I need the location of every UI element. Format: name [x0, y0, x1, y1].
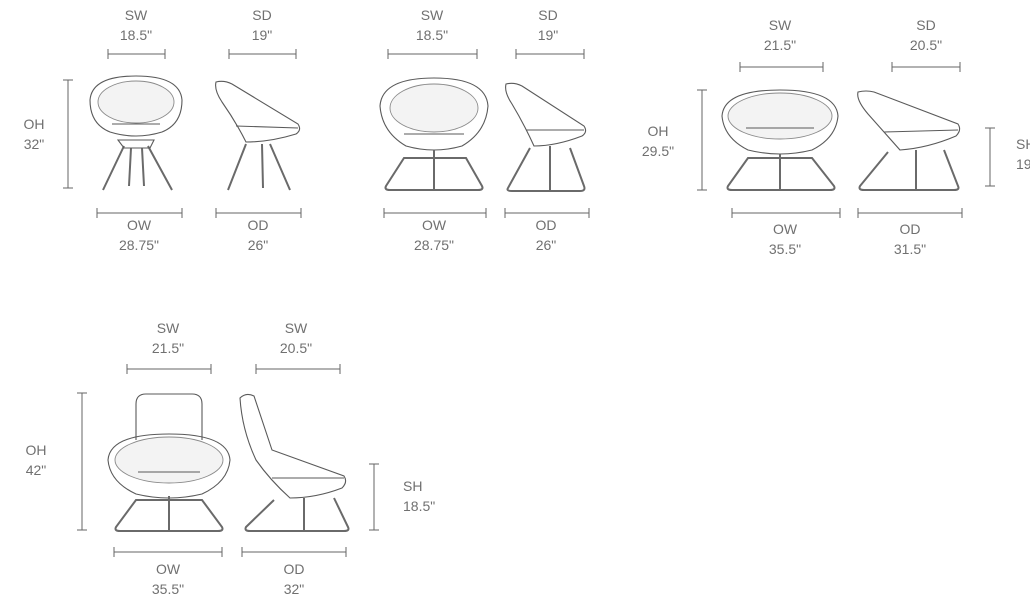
chair-3-sh-value: 19 [1016, 156, 1030, 172]
chair-1-oh-label: OH [24, 116, 45, 132]
chair-3-sd-dimension [891, 62, 961, 72]
chair-1-sw-label: SW [125, 7, 148, 23]
chair-3-sw-dimension [739, 62, 824, 72]
chair-4-sh-value: 18.5" [403, 498, 435, 514]
chair-3-sh-label: SH [1016, 136, 1030, 152]
chair-1-oh-value: 32" [24, 136, 45, 152]
chair-1-side-legs [227, 143, 291, 191]
chair-3-od-label: OD [900, 221, 921, 237]
chair-1-front-shell [89, 75, 183, 137]
chair-2-front-shell [379, 77, 489, 151]
chair-3-group: SW 21.5" SD 20.5" OH 29.5" SH 19 OW 35.5… [642, 17, 1030, 257]
chair-4-front-backrest [135, 393, 203, 440]
chair-3-front-seat [727, 92, 833, 140]
chair-4-oh-label: OH [26, 442, 47, 458]
chair-1-oh-dimension [63, 79, 73, 189]
chair-2-sd-dimension [515, 49, 585, 59]
chair-1-front-seat [97, 80, 175, 124]
chair-3-sw-label: SW [769, 17, 792, 33]
chair-2-od-dimension [504, 208, 590, 218]
chair-4-sw-label: SW [157, 320, 180, 336]
chair-3-front-sled [726, 154, 836, 191]
chair-1-ow-label: OW [127, 217, 152, 233]
chair-1-ow-dimension [96, 208, 183, 218]
chair-3-od-dimension [857, 208, 963, 218]
chair-1-sw-dimension [107, 49, 166, 59]
chair-2-od-value: 26" [536, 237, 557, 253]
chair-2-sw-label: SW [421, 7, 444, 23]
chair-4-sh-label: SH [403, 478, 422, 494]
chair-2-sw-dimension [387, 49, 478, 59]
chair-4-front-shell [107, 433, 231, 499]
chair-1-sd-value: 19" [252, 27, 273, 43]
chair-1-side-shell [215, 80, 301, 143]
chair-1-od-label: OD [248, 217, 269, 233]
chair-2-side-sled [506, 146, 586, 192]
chair-3-side-shell [857, 90, 961, 151]
chair-3-oh-value: 29.5" [642, 143, 674, 159]
chair-3-side-sled [858, 149, 960, 191]
chair-4-front-sled [114, 496, 224, 532]
chair-1-side-seat-edge [235, 125, 299, 129]
chair-4-ow-dimension [113, 547, 223, 557]
chair-2-sd-value: 19" [538, 27, 559, 43]
chair-1-od-dimension [215, 208, 302, 218]
chair-1-ow-value: 28.75" [119, 237, 159, 253]
chair-4-sd-label: SW [285, 320, 308, 336]
chair-1-sd-label: SD [252, 7, 271, 23]
chair-2-front-sled [384, 150, 484, 191]
chair-2-sd-label: SD [538, 7, 557, 23]
chair-2-ow-value: 28.75" [414, 237, 454, 253]
chair-3-side-seat-edge [883, 129, 959, 133]
chair-4-side-shell [239, 393, 347, 499]
chair-1-front-base [116, 139, 155, 149]
chair-3-oh-label: OH [648, 123, 669, 139]
chair-3-ow-label: OW [773, 221, 798, 237]
chair-1-group: SW 18.5" SD 19" OH 32" OW 28.75" OD 26" [24, 7, 302, 253]
chair-4-group: SW 21.5" SW 20.5" OH 42" SH 18.5" OW 35.… [26, 320, 436, 597]
chair-2-side-shell [505, 82, 587, 147]
chair-4-side-sled [244, 497, 350, 532]
chair-4-sh-dimension [369, 463, 379, 531]
chair-3-sd-label: SD [916, 17, 935, 33]
chair-3-sd-value: 20.5" [910, 37, 942, 53]
chair-3-ow-value: 35.5" [769, 241, 801, 257]
chair-4-sd-dimension [255, 364, 341, 374]
chair-4-sw-dimension [126, 364, 212, 374]
chair-2-ow-label: OW [422, 217, 447, 233]
chair-2-sw-value: 18.5" [416, 27, 448, 43]
chair-4-oh-dimension [77, 392, 87, 531]
chair-4-front-seat [114, 436, 224, 484]
chair-1-od-value: 26" [248, 237, 269, 253]
chair-1-front-legs [102, 145, 173, 191]
chair-1-sd-dimension [228, 49, 297, 59]
chair-4-od-label: OD [284, 561, 305, 577]
chair-4-ow-label: OW [156, 561, 181, 577]
chair-4-sw-value: 21.5" [152, 340, 184, 356]
chair-3-front-shell [721, 89, 839, 155]
chair-4-od-value: 32" [284, 581, 305, 597]
chair-4-od-dimension [241, 547, 347, 557]
chair-3-ow-dimension [731, 208, 841, 218]
chair-4-sd-value: 20.5" [280, 340, 312, 356]
chair-2-front-seat [389, 83, 479, 133]
chair-3-oh-dimension [697, 89, 707, 191]
chair-3-sw-value: 21.5" [764, 37, 796, 53]
chair-2-group: SW 18.5" SD 19" OW 28.75" OD 26" [379, 7, 590, 253]
chair-4-oh-value: 42" [26, 462, 47, 478]
chair-3-od-value: 31.5" [894, 241, 926, 257]
chair-4-ow-value: 35.5" [152, 581, 184, 597]
chair-1-sw-value: 18.5" [120, 27, 152, 43]
chair-3-sh-dimension [985, 127, 995, 187]
chair-2-ow-dimension [383, 208, 487, 218]
chair-2-od-label: OD [536, 217, 557, 233]
